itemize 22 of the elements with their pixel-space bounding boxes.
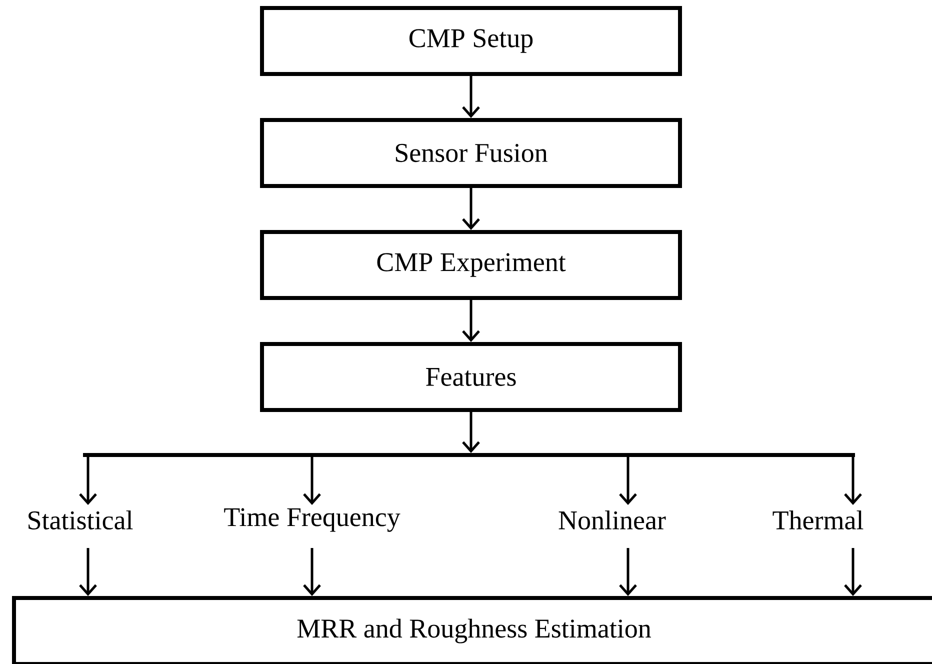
feature-label: Nonlinear <box>558 510 666 530</box>
arrow <box>462 76 480 118</box>
arrow <box>462 188 480 230</box>
process-box: MRR and Roughness Estimation <box>12 596 932 664</box>
branch-bar <box>83 453 855 457</box>
process-box: CMP Setup <box>260 6 682 76</box>
arrow <box>462 300 480 342</box>
arrow <box>619 548 637 596</box>
arrow <box>303 548 321 596</box>
feature-label: Statistical <box>28 510 133 530</box>
arrow <box>303 457 321 505</box>
arrow <box>619 457 637 505</box>
feature-label: Time Frequency <box>224 508 400 532</box>
arrow <box>844 457 862 505</box>
arrow <box>79 548 97 596</box>
process-box: Features <box>260 342 682 412</box>
feature-label: Thermal <box>772 510 864 530</box>
process-box: Sensor Fusion <box>260 118 682 188</box>
arrow <box>844 548 862 596</box>
arrow <box>462 412 480 453</box>
process-box: CMP Experiment <box>260 230 682 300</box>
arrow <box>79 457 97 505</box>
